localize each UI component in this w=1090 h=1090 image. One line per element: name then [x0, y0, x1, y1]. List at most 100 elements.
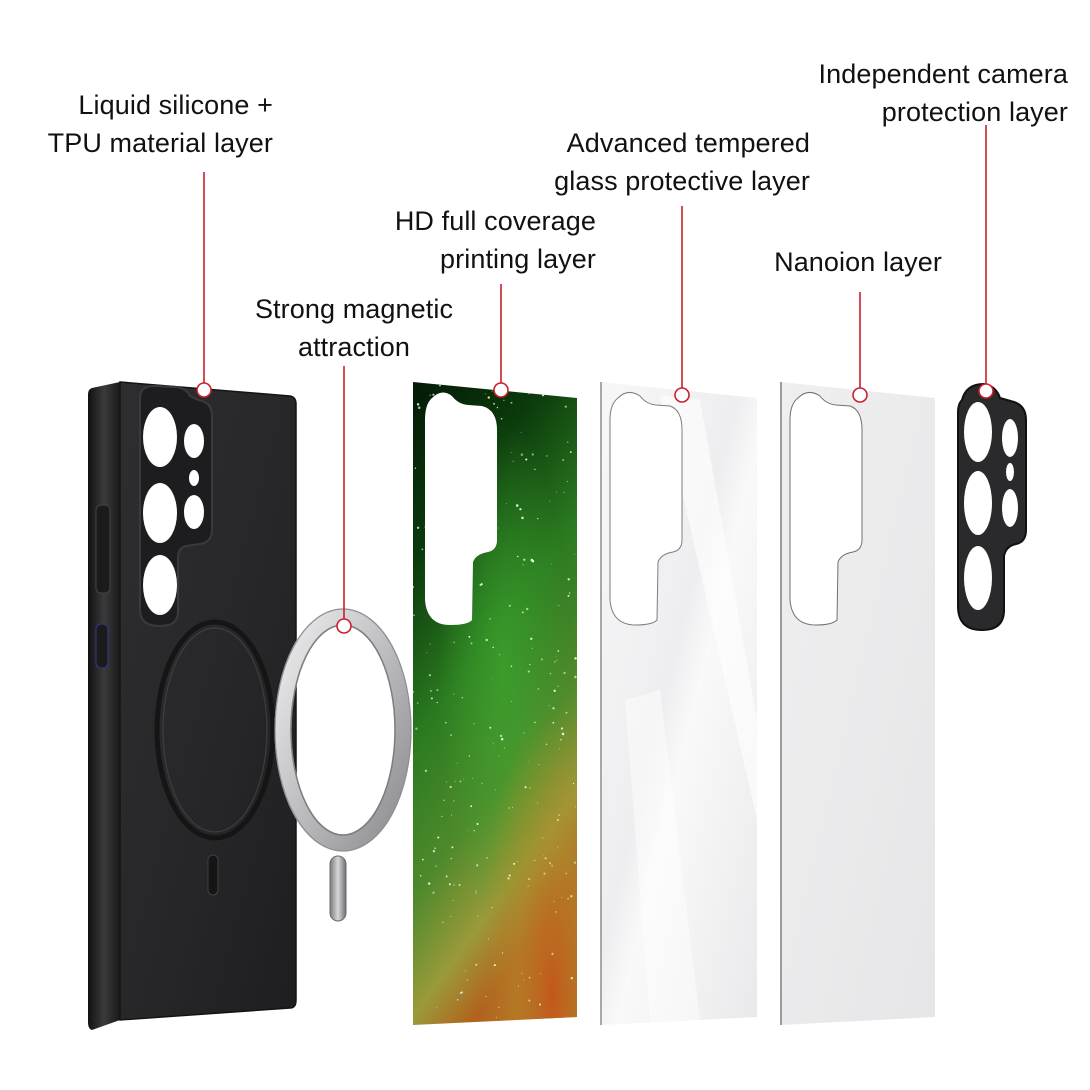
star [464, 970, 466, 972]
callout-line: Nanoion layer [774, 247, 942, 277]
star [493, 402, 496, 405]
star [523, 979, 525, 981]
star [419, 874, 422, 877]
camera-hole [143, 555, 177, 615]
star [437, 836, 440, 839]
star [459, 992, 462, 995]
star [523, 732, 525, 734]
star [426, 652, 428, 654]
glass-layer [600, 382, 757, 1025]
star [536, 802, 539, 804]
star [574, 806, 576, 808]
camera-cutout [609, 392, 683, 626]
camera-cutout [789, 392, 863, 626]
star [498, 527, 499, 529]
star [492, 678, 494, 679]
star [520, 453, 524, 456]
star [520, 432, 522, 433]
star [445, 722, 447, 724]
callout-nanoion: Nanoion layer [774, 243, 942, 281]
camera-cutout [425, 392, 497, 625]
star [443, 799, 445, 801]
star [470, 805, 473, 808]
star [488, 938, 489, 940]
star [476, 822, 479, 826]
star [472, 777, 473, 779]
star [559, 748, 561, 750]
star [552, 707, 555, 710]
callout-silicone-tpu: Liquid silicone + TPU material layer [48, 86, 273, 162]
nanoion-layer [780, 382, 935, 1025]
star [552, 721, 555, 724]
star [424, 769, 428, 773]
star [543, 872, 546, 875]
ring-outer [274, 608, 412, 852]
lens-hole [964, 402, 992, 462]
glass-reflection [660, 395, 757, 820]
star [510, 452, 512, 454]
star [559, 738, 562, 741]
star [476, 864, 479, 867]
marker-camera [978, 383, 994, 399]
star [553, 900, 555, 902]
star [442, 921, 444, 924]
star [531, 453, 534, 456]
star [432, 393, 435, 396]
star [414, 467, 417, 469]
star [530, 558, 534, 562]
star [557, 650, 560, 652]
star [549, 672, 552, 675]
star [487, 396, 490, 399]
star [531, 647, 533, 649]
star [525, 458, 528, 461]
star [540, 658, 543, 661]
star [498, 755, 500, 757]
star [430, 697, 433, 700]
star [522, 564, 524, 566]
star [499, 734, 503, 738]
star [568, 592, 571, 594]
star [550, 563, 552, 565]
star [445, 781, 447, 783]
star [453, 641, 455, 644]
star [417, 406, 421, 409]
star [539, 973, 541, 974]
star [563, 671, 566, 675]
star [475, 890, 477, 892]
star [529, 787, 531, 789]
star [457, 762, 458, 764]
star [557, 685, 559, 687]
star [574, 657, 577, 660]
star [448, 883, 451, 886]
callout-line: HD full coverage [394, 206, 596, 236]
star [555, 911, 557, 913]
star [489, 618, 491, 620]
star [561, 732, 565, 736]
star [415, 727, 418, 730]
star [432, 850, 436, 853]
star [542, 394, 545, 397]
callout-line: printing layer [440, 244, 596, 274]
ring-outer-edge [274, 608, 412, 852]
camera-hole [143, 407, 177, 467]
star [534, 468, 536, 471]
star [556, 819, 559, 822]
marker-printing [493, 382, 509, 398]
star [486, 857, 488, 859]
star [545, 743, 548, 745]
star [508, 874, 511, 877]
star [416, 526, 420, 530]
alignment-tab [329, 855, 347, 922]
star [534, 721, 536, 724]
star [558, 604, 560, 607]
star [538, 764, 540, 766]
star [570, 977, 573, 980]
star [458, 884, 461, 886]
star [570, 894, 573, 898]
star [516, 860, 518, 862]
star [491, 906, 493, 909]
star [574, 675, 577, 679]
star [528, 392, 530, 395]
star [567, 897, 569, 900]
star [453, 884, 455, 886]
